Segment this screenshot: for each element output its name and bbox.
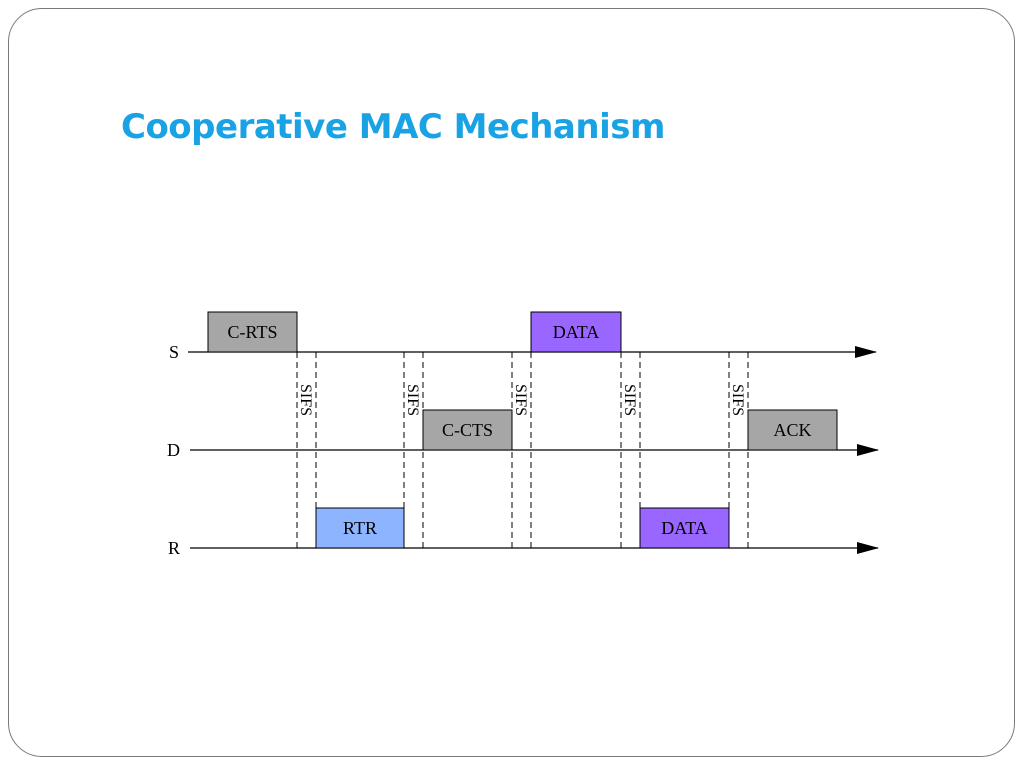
frame-box	[207, 311, 298, 353]
frame-c-cts: C-CTS	[422, 409, 513, 451]
node-label-d: D	[167, 440, 180, 460]
frame-box	[422, 409, 513, 451]
page-title: Cooperative MAC Mechanism	[121, 107, 665, 147]
frame-rtr: RTR	[315, 507, 405, 549]
frame-label: C-CTS	[442, 420, 493, 440]
frame-ack: ACK	[747, 409, 838, 451]
frame-box	[530, 311, 622, 353]
frame-c-rts: C-RTS	[207, 311, 298, 353]
node-label-s: S	[169, 342, 179, 362]
frame-label: RTR	[343, 518, 377, 538]
frame-box	[639, 507, 730, 549]
frame-label: DATA	[661, 518, 708, 538]
frame-label: ACK	[773, 420, 811, 440]
frame-label: DATA	[553, 322, 600, 342]
frame-label: C-RTS	[228, 322, 278, 342]
sifs-label: SIFS	[621, 384, 638, 416]
frame-data-r: DATA	[639, 507, 730, 549]
frame-box	[747, 409, 838, 451]
sifs-label: SIFS	[729, 384, 746, 416]
sifs-label: SIFS	[404, 384, 421, 416]
frame-box	[315, 507, 405, 549]
frame-data-s: DATA	[530, 311, 622, 353]
sifs-label: SIFS	[512, 384, 529, 416]
node-label-r: R	[168, 538, 180, 558]
sifs-label: SIFS	[297, 384, 314, 416]
